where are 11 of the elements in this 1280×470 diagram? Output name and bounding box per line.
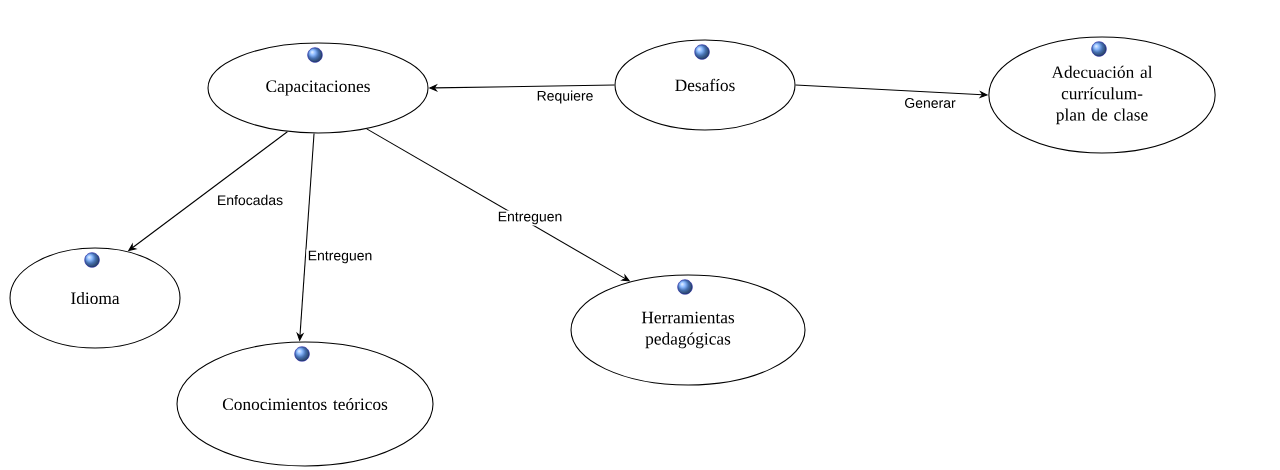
ellipse-node: Capacitaciones <box>207 42 429 134</box>
edge-label: Entreguen <box>306 249 374 265</box>
ellipse-node: Conocimientos teóricos <box>176 341 434 467</box>
edge-label: Generar <box>903 96 957 110</box>
edge-label: Entreguen <box>496 210 564 226</box>
edge-label: Requiere <box>535 89 595 105</box>
ellipse-node: Adecuación al currículum-plan de clase <box>988 36 1216 154</box>
ellipse-node: Idioma <box>9 247 181 349</box>
edge-label: Enfocadas <box>215 193 285 207</box>
ellipse-node: Desafíos <box>614 39 796 131</box>
ellipse-node: Herramientas pedagógicas <box>570 274 806 386</box>
